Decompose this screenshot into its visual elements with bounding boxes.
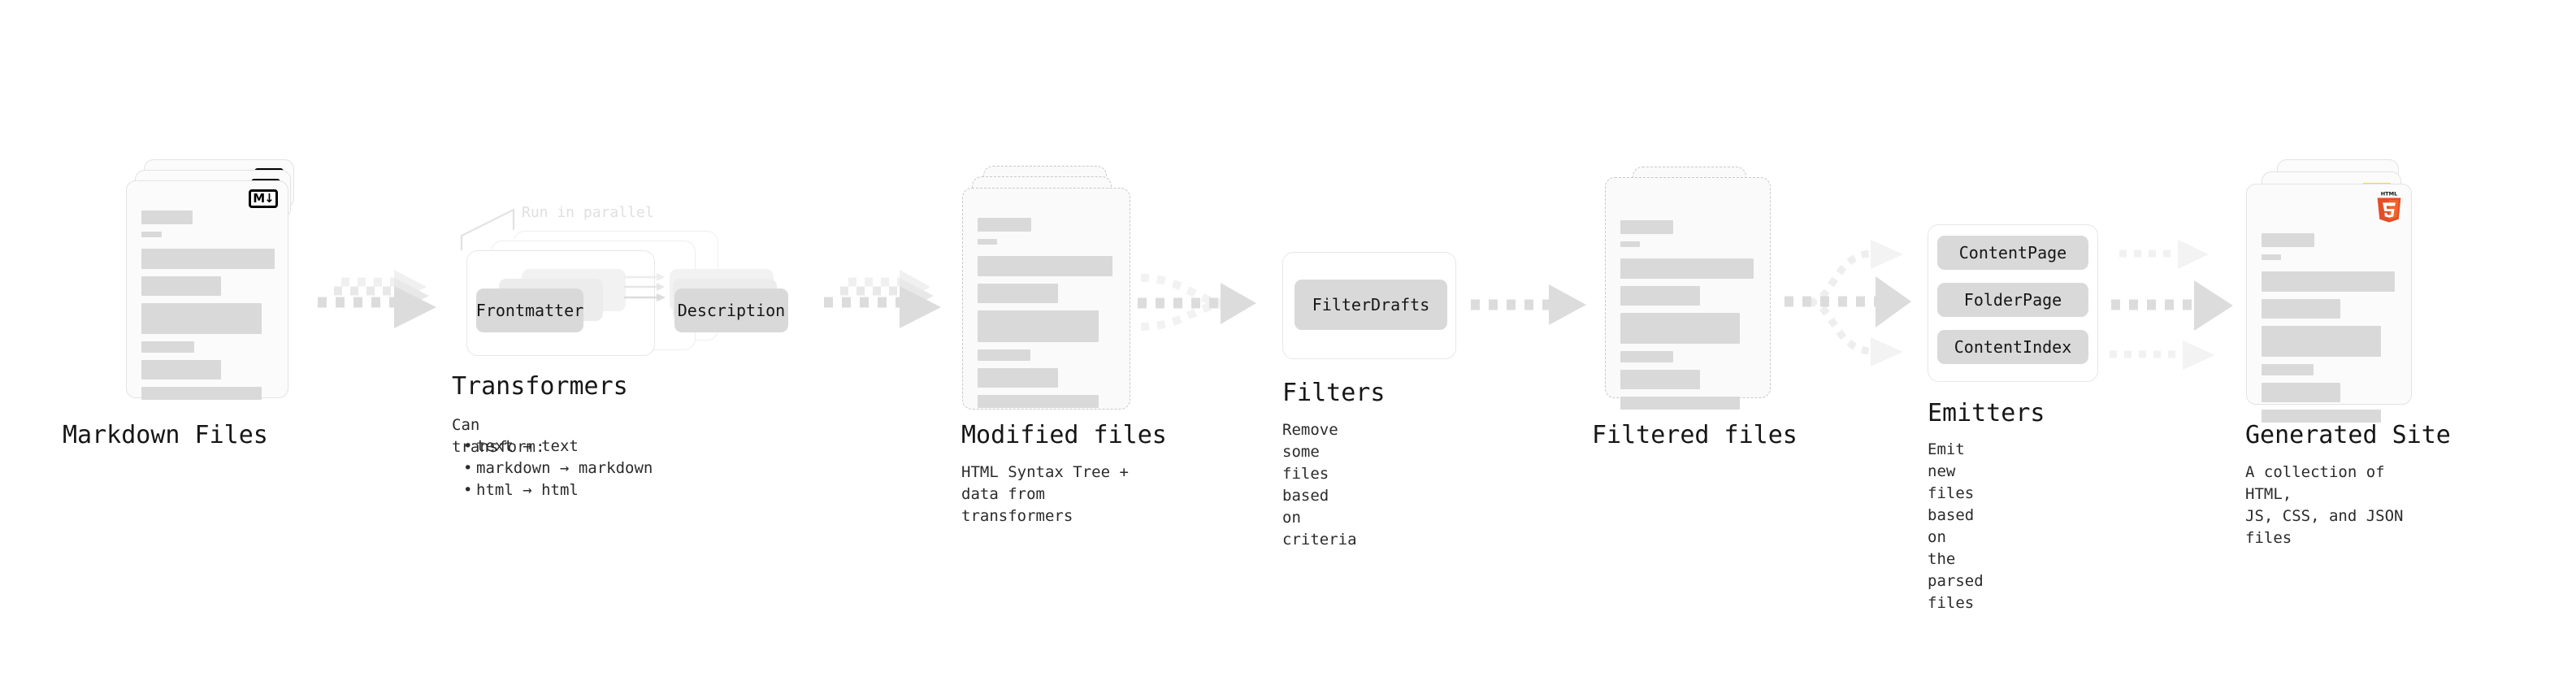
modified-file-front — [962, 188, 1130, 410]
svg-text:HTML: HTML — [2381, 190, 2398, 197]
filters-caption: Remove some files based on criteria — [1282, 421, 1357, 549]
filtered-file-stack — [1605, 167, 1780, 410]
stage-filtered-files: Filtered files — [1592, 167, 1798, 449]
modified-files-caption: HTML Syntax Tree + data from transformer… — [961, 463, 1129, 525]
arrow-modified-to-filters — [1134, 260, 1289, 349]
chip-filterdrafts[interactable]: FilterDrafts — [1295, 280, 1447, 330]
stage-title-filtered-files: Filtered files — [1592, 421, 1798, 449]
stage-modified-files: Modified files HTML Syntax Tree + data f… — [961, 166, 1167, 525]
chip-contentindex[interactable]: ContentIndex — [1937, 330, 2088, 364]
file-content-placeholder — [978, 218, 1115, 415]
file-content-placeholder — [2262, 233, 2396, 430]
markdown-file-stack: M↓ M↓ M↓ — [126, 159, 301, 403]
generated-site-stack: CSS HTML — [2246, 159, 2433, 423]
stage-generated-site: CSS HTML — [2245, 159, 2451, 547]
markdown-icon: M↓ — [249, 189, 278, 208]
arrow-filtered-to-emitters — [1785, 236, 1947, 370]
bullet-item: text → text — [463, 436, 653, 458]
stage-title-modified-files: Modified files — [961, 421, 1167, 449]
parallel-bracket — [460, 208, 515, 250]
file-content-placeholder — [1620, 220, 1755, 417]
bullet-item: html → html — [463, 479, 653, 501]
generated-site-caption: A collection of HTML, JS, CSS, and JSON … — [2245, 463, 2404, 547]
chip-contentpage[interactable]: ContentPage — [1937, 236, 2088, 270]
stage-markdown-files: M↓ M↓ M↓ — [63, 159, 301, 449]
arrow-emitters-to-site — [2110, 232, 2260, 374]
arrow-filters-to-filtered — [1469, 284, 1599, 336]
chip-frontmatter[interactable]: Frontmatter — [476, 288, 583, 332]
stage-title-generated-site: Generated Site — [2245, 421, 2451, 449]
emitters-caption: Emit new files based on the parsed files — [1928, 440, 1984, 612]
parallel-note: Run in parallel — [522, 204, 654, 221]
stage-title-emitters: Emitters — [1928, 399, 2045, 427]
file-content-placeholder — [141, 210, 275, 407]
stage-title-markdown-files: Markdown Files — [63, 421, 268, 449]
arrow-markdown-to-transformers — [313, 268, 463, 333]
markdown-file-front: M↓ — [126, 180, 288, 400]
transformers-bullet-list: text → text markdown → markdown html → h… — [452, 436, 653, 501]
html5-icon: HTML — [2375, 190, 2403, 223]
modified-file-stack — [962, 166, 1137, 410]
bullet-item: markdown → markdown — [463, 458, 653, 479]
stage-title-filters: Filters — [1282, 379, 1386, 407]
transformer-inner-arrows — [624, 273, 666, 301]
arrow-transformers-to-modified — [822, 268, 969, 333]
stage-title-transformers: Transformers — [452, 372, 628, 401]
generated-file-html: HTML — [2246, 184, 2412, 423]
chip-description[interactable]: Description — [674, 288, 788, 332]
chip-folderpage[interactable]: FolderPage — [1937, 283, 2088, 317]
filtered-file-front — [1605, 177, 1771, 410]
